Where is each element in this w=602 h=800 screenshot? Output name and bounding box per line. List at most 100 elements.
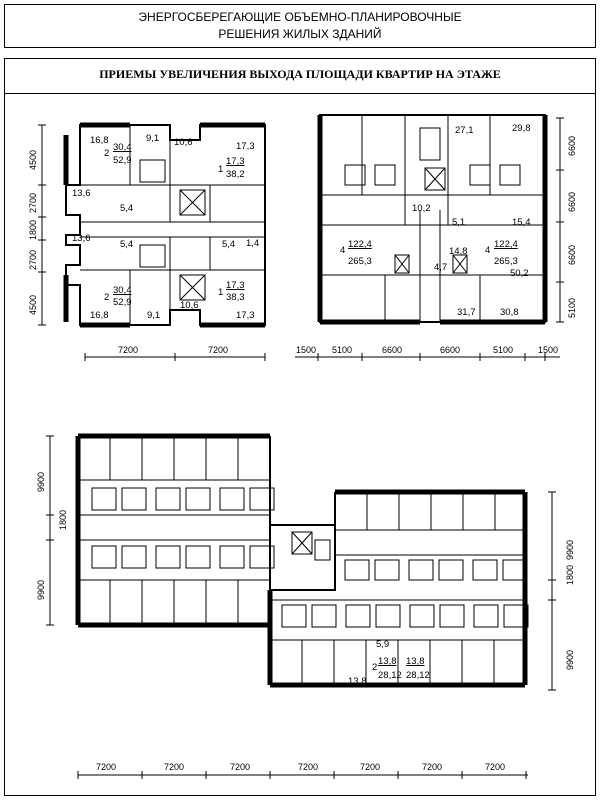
plan-1: 4500 2700 1800 2700 4500 16,8 (28, 122, 266, 361)
p3-label: 13,8 (348, 676, 367, 687)
plan-cell (345, 604, 371, 628)
p1-label: 17,3 (226, 280, 245, 291)
p2-label: 29,8 (512, 123, 531, 134)
p2-dim-h1: 1500 (296, 345, 316, 355)
p1-label: 1 (218, 164, 223, 175)
plan-cell (249, 545, 275, 569)
p1-label: 2 (104, 148, 109, 159)
plan-cell (155, 545, 181, 569)
p1-label: 17,3 (236, 141, 255, 152)
p3-label: 5,9 (376, 639, 389, 650)
p1-label: 17,3 (226, 156, 245, 167)
p1-label: 17,3 (236, 310, 255, 321)
p3-dim-r3: 9900 (565, 650, 575, 670)
p3-dim-h5: 7200 (360, 762, 380, 772)
plan-cell (155, 487, 181, 511)
p1-label: 13,6 (72, 233, 91, 244)
p2-label: 4 (485, 245, 490, 256)
p3-label: 13,8 (378, 656, 397, 667)
plan-cell (503, 604, 529, 628)
p1-label: 9,1 (146, 133, 159, 144)
p3-label: 28,12 (406, 670, 430, 681)
p3-dim-l3: 9900 (36, 580, 46, 600)
p2-dim-v2: 6600 (567, 192, 577, 212)
plan-cell (409, 604, 435, 628)
plan-cell (249, 487, 275, 511)
p2-dim-h4: 6600 (440, 345, 460, 355)
plan-cell (219, 545, 245, 569)
p3-dim-l1: 9900 (36, 472, 46, 492)
p2-label: 31,7 (457, 307, 476, 318)
p1-dim-v3: 1800 (28, 220, 38, 240)
p2-label: 265,3 (348, 256, 372, 267)
p2-dim-v3: 6600 (567, 245, 577, 265)
plan-cell (219, 487, 245, 511)
plan-2: 27,1 29,8 10,2 5,1 15,4 4 122,4 265,3 14… (295, 114, 577, 361)
p1-label: 1,4 (246, 238, 259, 249)
p1-label: 10,6 (174, 137, 193, 148)
p2-label: 122,4 (494, 239, 518, 250)
header-box: ЭНЕРГОСБЕРЕГАЮЩИЕ ОБЪЕМНО-ПЛАНИРОВОЧНЫЕ … (4, 4, 596, 48)
p3-dim-h1: 7200 (96, 762, 116, 772)
p3-dim-h6: 7200 (422, 762, 442, 772)
p1-label: 13,6 (72, 188, 91, 199)
plan-cell (375, 604, 401, 628)
p3-dim-r1: 9900 (565, 540, 575, 560)
p3-label: 13,8 (406, 656, 425, 667)
p1-label: 9,1 (147, 310, 160, 321)
plan-cell (121, 487, 147, 511)
p1-label: 1 (218, 287, 223, 298)
plan-cell (311, 604, 337, 628)
plan-cell (121, 545, 147, 569)
p1-label: 16,8 (90, 135, 109, 146)
plan-cell (91, 545, 117, 569)
p3-dim-h7: 7200 (485, 762, 505, 772)
p2-label: 10,2 (412, 203, 431, 214)
plan-cell (281, 604, 307, 628)
p1-label: 2 (104, 292, 109, 303)
p1-dim-h1: 7200 (118, 345, 138, 355)
p2-dim-v4: 5100 (567, 298, 577, 318)
p1-dim-h2: 7200 (208, 345, 228, 355)
p2-dim-h3: 6600 (382, 345, 402, 355)
p3-dim-h2: 7200 (164, 762, 184, 772)
p3-dim-h4: 7200 (298, 762, 318, 772)
p2-label: 4,7 (434, 262, 447, 273)
p2-label: 30,8 (500, 307, 519, 318)
p2-label: 5,1 (452, 217, 465, 228)
p2-label: 4 (340, 245, 345, 256)
header-line-2: РЕШЕНИЯ ЖИЛЫХ ЗДАНИЙ (218, 27, 382, 41)
p1-dim-v2: 2700 (28, 193, 38, 213)
p1-label: 16,8 (90, 310, 109, 321)
p2-label: 50,2 (510, 268, 529, 279)
p1-label: 30,4 (113, 142, 132, 153)
header-line-1: ЭНЕРГОСБЕРЕГАЮЩИЕ ОБЪЕМНО-ПЛАНИРОВОЧНЫЕ (138, 10, 462, 24)
plan-cell (374, 559, 400, 581)
plan-3: 9900 1800 9900 5,9 2 13,8 28,12 13,8 28,… (36, 433, 575, 779)
p1-label: 10,6 (180, 300, 199, 311)
p2-label: 265,3 (494, 256, 518, 267)
p1-dim-v4: 2700 (28, 250, 38, 270)
p1-dim-v5: 4500 (28, 295, 38, 315)
p1-label: 5,4 (120, 203, 133, 214)
p1-label: 38,2 (226, 169, 245, 180)
plan-cell (439, 604, 465, 628)
p1-label: 52,9 (113, 155, 132, 166)
p3-dim-l2: 1800 (58, 510, 68, 530)
section-title: ПРИЕМЫ УВЕЛИЧЕНИЯ ВЫХОДА ПЛОЩАДИ КВАРТИР… (4, 64, 596, 94)
p2-label: 27,1 (455, 125, 474, 136)
p1-label: 30,4 (113, 285, 132, 296)
content-frame (4, 58, 596, 796)
plan-cell (472, 559, 498, 581)
p1-label: 5,4 (120, 239, 133, 250)
plan-cell (473, 604, 499, 628)
plan-cell (438, 559, 464, 581)
p1-label: 5,4 (222, 239, 235, 250)
p2-label: 14,8 (449, 246, 468, 257)
p2-dim-h6: 1500 (538, 345, 558, 355)
p2-label: 122,4 (348, 239, 372, 250)
plan-cell (185, 487, 211, 511)
p3-dim-h3: 7200 (230, 762, 250, 772)
p3-dim-r2: 1800 (565, 565, 575, 585)
